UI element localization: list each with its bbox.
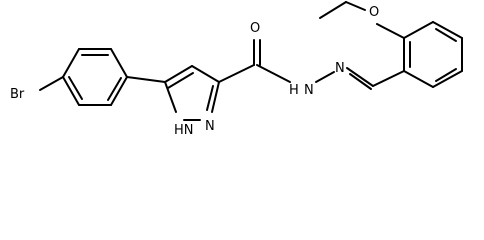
bond [403, 70, 434, 88]
nh-pyrazole-label: HN [174, 123, 194, 138]
bond [164, 81, 177, 113]
double-bond-inner [167, 72, 194, 89]
bond [211, 81, 220, 113]
ch2-ch3-bond [319, 1, 347, 19]
double-bond-inner [68, 76, 83, 100]
aryl-pyrazole-bond [126, 76, 166, 83]
c-carbonyl-bond [218, 64, 255, 83]
hydrazide-n-label: N [304, 83, 314, 98]
double-bond-inner [107, 77, 122, 101]
structure-diagram: Br HN N O H N N O [10, 1, 463, 138]
bond [110, 76, 128, 106]
imine-n-label: N [335, 61, 345, 76]
c-o-ether-bond [376, 23, 405, 39]
bond [403, 21, 434, 39]
carbonyl-oxygen-label: O [250, 21, 260, 36]
vinyl-aryl-bond [372, 70, 405, 87]
bond [110, 48, 128, 78]
c-n-bond [256, 64, 291, 83]
ether-oxygen-label: O [369, 5, 379, 20]
double-bond-inner [435, 68, 457, 82]
bromine-label: Br [10, 87, 25, 102]
bond [432, 70, 463, 88]
double-bond-inner [206, 85, 214, 111]
imine-bond [346, 67, 374, 87]
imine-double-bond [349, 73, 372, 90]
n-pyrazole-label: N [205, 119, 215, 134]
bond [191, 65, 220, 83]
bond [62, 48, 80, 78]
pyrazole-ring [164, 65, 220, 121]
ethoxyphenyl-ring [403, 21, 463, 88]
molecule-drawing: Br HN N O H N N O [10, 1, 463, 138]
o-ch2-bond [345, 1, 366, 11]
double-bond-inner [435, 28, 457, 42]
bond [164, 65, 193, 83]
hydrazide-h-label: H [289, 83, 299, 98]
bond [62, 76, 80, 106]
bond [432, 21, 463, 39]
bromophenyl-ring [62, 48, 128, 106]
n-n-bond [315, 71, 335, 83]
c-br-bond [39, 76, 64, 91]
